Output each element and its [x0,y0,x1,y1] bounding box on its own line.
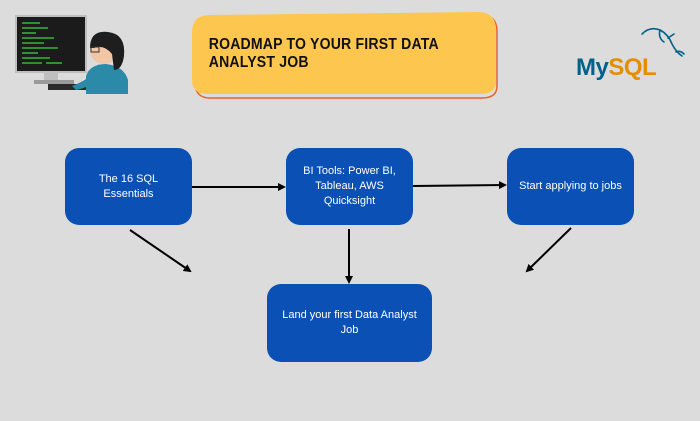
mysql-logo: MySQL [572,22,687,84]
node-land-job: Land your first Data Analyst Job [267,284,432,362]
node-start-applying: Start applying to jobs [507,148,634,225]
mysql-dolphin-icon [641,27,685,57]
person-at-computer-illustration [14,14,132,94]
title-banner: ROADMAP TO YOUR FIRST DATA ANALYST JOB [190,12,502,100]
node-sql-essentials: The 16 SQL Essentials [65,148,192,225]
mysql-wordmark-my: My [576,54,609,81]
page-title: ROADMAP TO YOUR FIRST DATA ANALYST JOB [208,36,439,71]
arrow-apply-to-land [525,227,572,273]
mysql-wordmark: MySQL [576,54,657,82]
node-bi-tools: BI Tools: Power BI, Tableau, AWS Quicksi… [286,148,413,225]
arrow-bi-to-apply [412,181,507,190]
mysql-wordmark-sql: SQL [608,54,657,81]
arrow-sql-to-land [129,229,192,273]
